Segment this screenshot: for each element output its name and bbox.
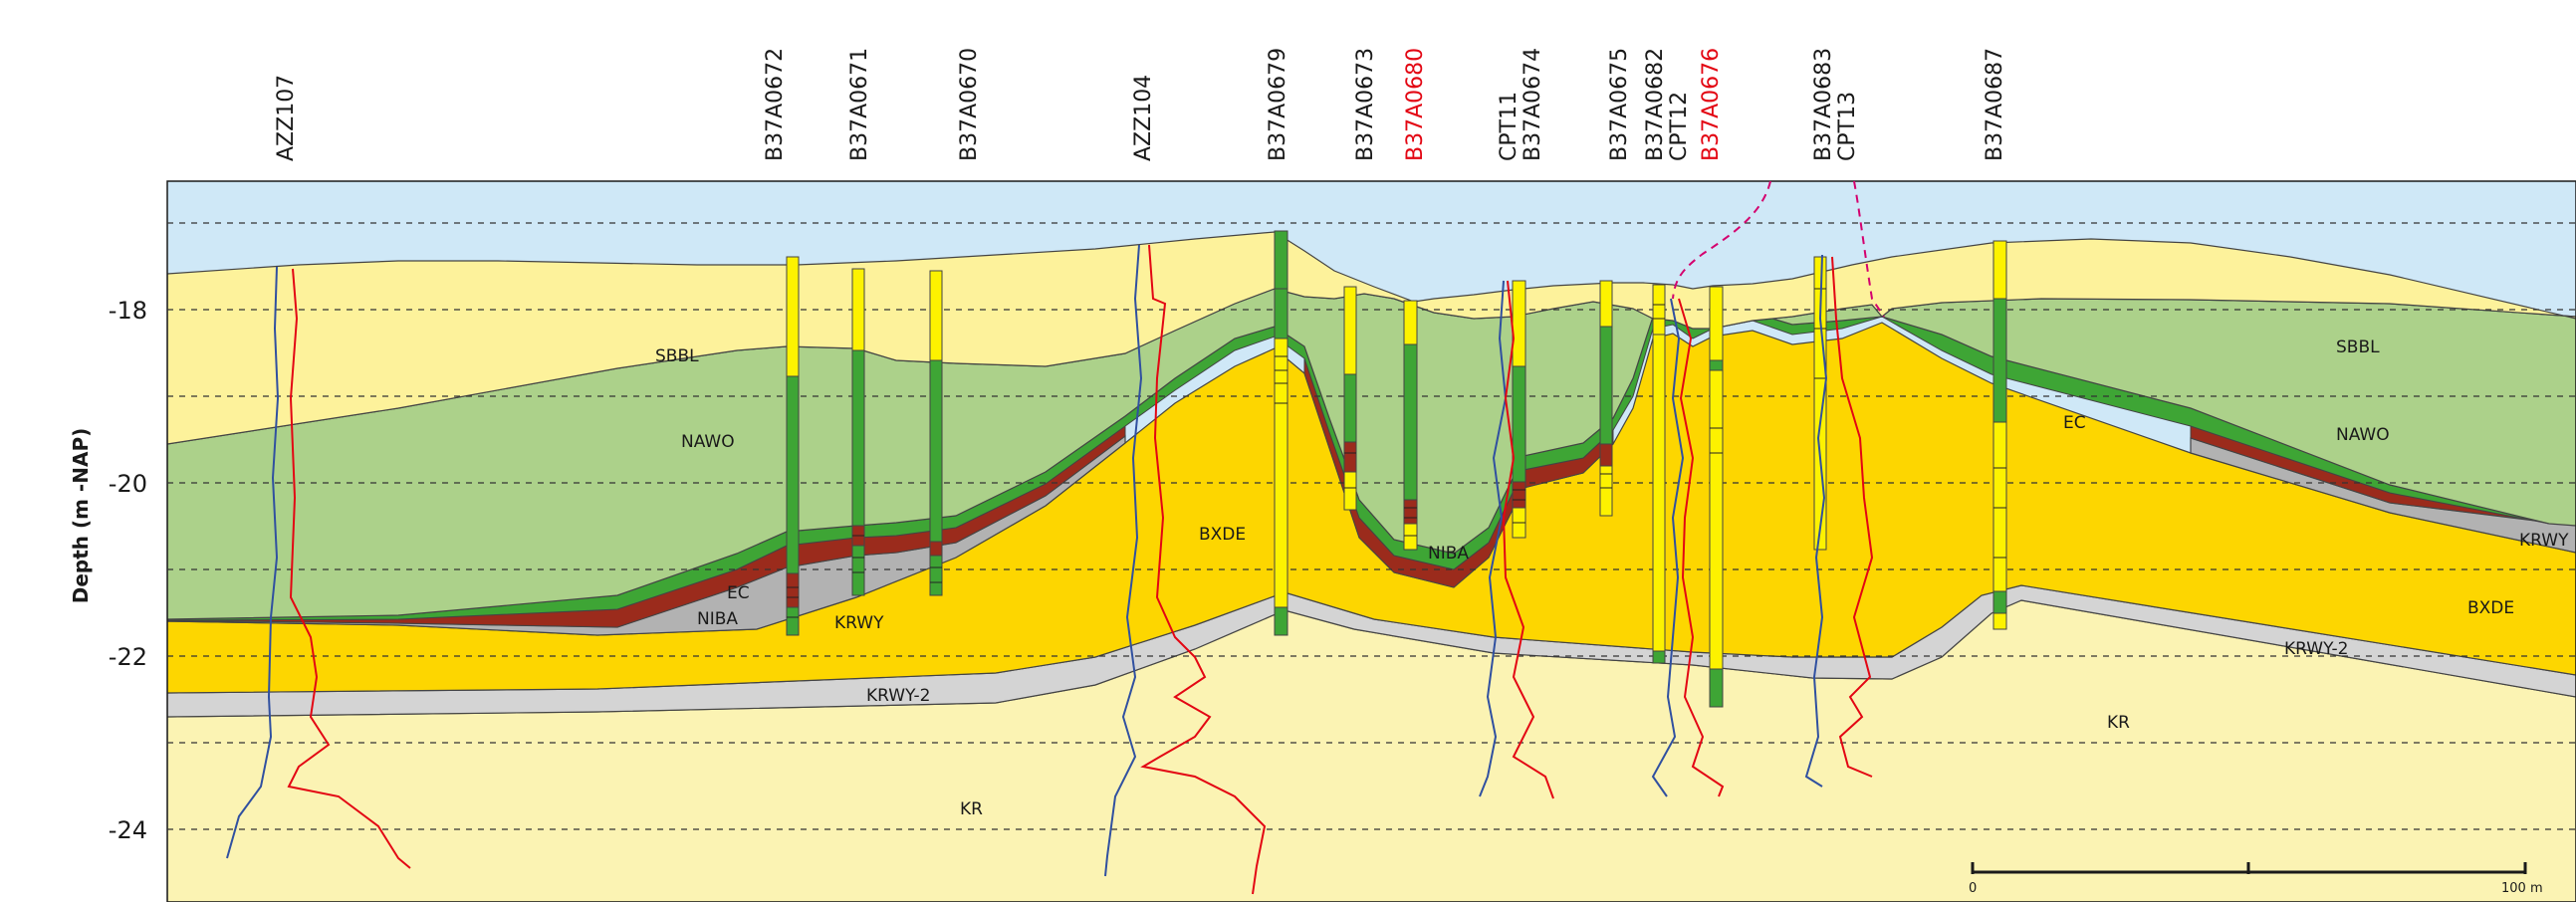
cpt-resistance-line (226, 266, 280, 859)
y-axis-title: Depth (m -NAP) (69, 428, 93, 604)
borehole-column (1512, 280, 1526, 539)
y-tick-label: -20 (109, 470, 147, 498)
y-tick-label: -18 (109, 297, 147, 325)
cpt-friction-line (1678, 298, 1725, 797)
borehole-label: B37A0676 (1699, 48, 1724, 161)
unit-label-bxde: BXDE (2467, 598, 2514, 618)
unit-labels: SBBL SBBL NAWO NAWO EC EC NIBA NIBA KRWY… (655, 338, 2569, 819)
cpt-friction-line (1140, 244, 1267, 895)
unit-label-sbbl: SBBL (2336, 338, 2380, 357)
borehole-label: AZZ104 (1131, 75, 1156, 161)
borehole-labels: AZZ107 B37A0672 B37A0671 B37A0670 AZZ104… (274, 48, 2007, 161)
borehole-label: B37A0679 (1266, 48, 1290, 161)
unit-label-niba: NIBA (697, 609, 738, 629)
borehole-column (1709, 286, 1724, 708)
borehole-label: B37A0683 (1811, 48, 1836, 161)
unit-label-nawo: NAWO (2336, 425, 2390, 445)
cpt-resistance-line (1804, 254, 1828, 788)
unit-label-krwy: KRWY (2519, 531, 2569, 551)
y-tick-label: -22 (109, 643, 147, 671)
unit-label-nawo: NAWO (681, 432, 735, 452)
unit-label-ec: EC (727, 583, 750, 603)
cpt-resistance-line (1479, 280, 1508, 797)
scale-start-label: 0 (1969, 881, 1977, 896)
unit-label-krwy: KRWY (834, 613, 884, 633)
borehole-column (1403, 300, 1418, 551)
borehole-column (786, 256, 800, 636)
layer-stack (167, 181, 2576, 902)
cpt-friction-line (1502, 280, 1554, 799)
unit-label-kr: KR (960, 799, 983, 819)
unit-label-ec: EC (2063, 413, 2086, 433)
borehole-label: B37A0682 (1643, 48, 1668, 161)
borehole-label: B37A0670 (957, 48, 982, 161)
borehole-label: CPT12 (1667, 92, 1692, 161)
borehole-column (1813, 256, 1827, 551)
borehole-label: CPT11 (1497, 92, 1522, 161)
borehole-label: CPT13 (1835, 92, 1860, 161)
borehole-column (851, 268, 865, 596)
borehole-column (1652, 284, 1666, 664)
borehole-column (1992, 240, 2007, 630)
borehole-columns (786, 230, 2007, 708)
borehole-label: AZZ107 (274, 75, 299, 161)
borehole-label: B37A0672 (763, 48, 788, 161)
borehole-column (1343, 286, 1357, 511)
unit-label-krwy2: KRWY-2 (2284, 639, 2348, 659)
borehole-column (929, 270, 943, 596)
cpt-friction-line (287, 268, 411, 869)
borehole-label: B37A0680 (1403, 48, 1428, 161)
y-axis: Depth (m -NAP) -18 -20 -22 -24 (69, 297, 147, 844)
cpt-route-lines (1672, 180, 1885, 318)
borehole-label: B37A0674 (1521, 48, 1545, 161)
borehole-label: B37A0687 (1983, 48, 2007, 161)
borehole-column (1599, 280, 1613, 517)
cpt-resistance-line (1651, 298, 1685, 797)
unit-label-sbbl: SBBL (655, 346, 699, 366)
unit-label-niba: NIBA (1428, 544, 1469, 564)
scale-bar: 0 100 m (1969, 862, 2543, 896)
plot-frame (166, 180, 2576, 902)
borehole-label: B37A0673 (1353, 48, 1378, 161)
unit-label-kr: KR (2107, 713, 2130, 733)
borehole-column (1274, 230, 1288, 636)
cpt-logs (226, 244, 1874, 895)
unit-label-krwy2: KRWY-2 (866, 686, 930, 706)
scale-end-label: 100 m (2501, 881, 2543, 896)
unit-label-bxde: BXDE (1199, 525, 1246, 545)
cpt-friction-line (1831, 256, 1874, 778)
borehole-label: B37A0671 (847, 48, 872, 161)
y-tick-label: -24 (109, 816, 147, 844)
cpt-resistance-line (1104, 244, 1143, 877)
borehole-label: B37A0675 (1607, 48, 1632, 161)
